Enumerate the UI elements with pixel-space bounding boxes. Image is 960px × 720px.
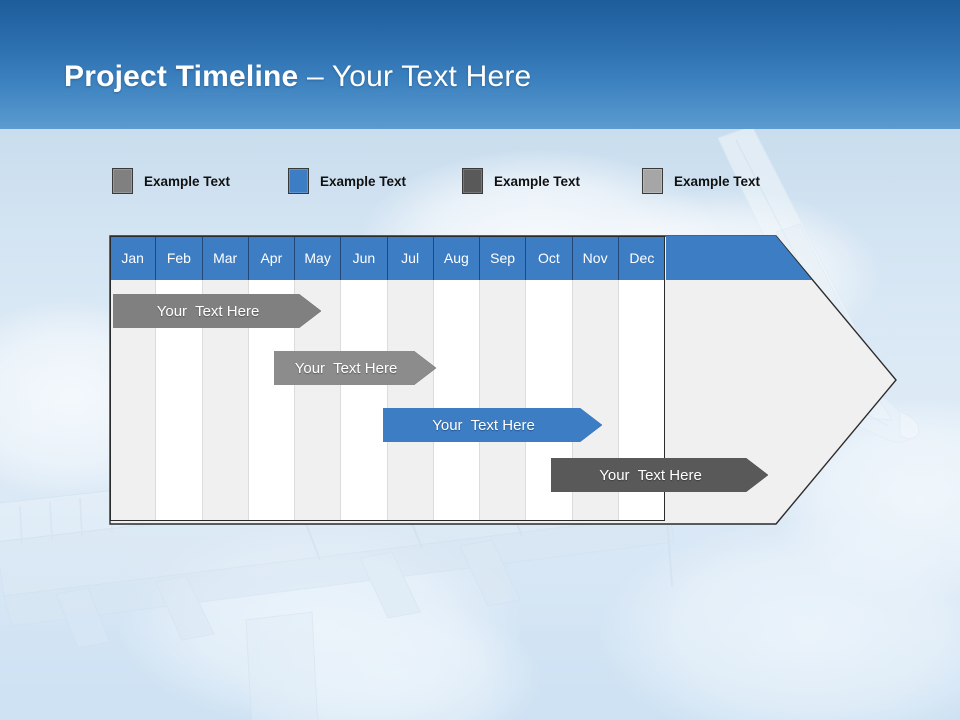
timeline-column-feb[interactable]: Feb [156,236,203,521]
month-header-label: Nov [572,236,619,280]
timeline-column-body [480,280,527,521]
month-header-label: May [295,236,342,280]
timeline-column-jun[interactable]: Jun [341,236,388,521]
legend-label: Example Text [144,173,231,189]
timeline-column-body [387,280,434,521]
task-bar-2[interactable]: Your Text Here [274,351,436,385]
cloud-shape [600,520,960,720]
month-header-label: Jun [341,236,388,280]
task-bar-label: Your Text Here [599,466,702,484]
month-header-label: Jul [387,236,434,280]
task-bar-label: Your Text Here [432,416,535,434]
legend-item-3[interactable]: Example Text [462,167,580,195]
timeline-column-mar[interactable]: Mar [202,236,249,521]
timeline-column-body [341,280,388,521]
header-banner: Project Timeline – Your Text Here [0,0,960,129]
month-header-label: Oct [526,236,573,280]
task-bar-4[interactable]: Your Text Here [551,458,768,492]
month-header-label: Mar [202,236,249,280]
task-bar-label: Your Text Here [294,359,398,377]
timeline-column-sep[interactable]: Sep [480,236,527,521]
month-header-label: Sep [480,236,527,280]
task-bar-1[interactable]: Your Text Here [113,294,321,328]
timeline-column-jan[interactable]: Jan [110,236,157,521]
timeline-column-body [433,280,480,521]
timeline-column-aug[interactable]: Aug [433,236,480,521]
legend-swatch-icon [462,168,483,194]
page-title: Project Timeline – Your Text Here [64,60,531,94]
legend-item-1[interactable]: Example Text [112,167,230,195]
legend-label: Example Text [494,173,581,189]
month-header-label: Feb [156,236,203,280]
month-header-label: Jan [110,236,157,280]
page-title-light: Your Text Here [331,60,532,93]
legend-swatch-icon [112,168,133,194]
task-bar-label: Your Text Here [156,302,260,320]
timeline-column-jul[interactable]: Jul [387,236,434,521]
legend-swatch-icon [288,168,309,194]
month-header-label: Aug [433,236,480,280]
page-title-bold: Project Timeline [64,60,299,93]
legend-label: Example Text [320,173,407,189]
task-bar-3[interactable]: Your Text Here [383,408,602,442]
month-header-label: Dec [618,236,665,280]
page-title-separator: – [298,60,332,93]
legend: Example Text Example Text Example Text E… [112,167,832,197]
legend-item-4[interactable]: Example Text [642,167,760,195]
legend-swatch-icon [642,168,663,194]
month-header-label: Apr [248,236,295,280]
legend-item-2[interactable]: Example Text [288,167,406,195]
legend-label: Example Text [674,173,761,189]
